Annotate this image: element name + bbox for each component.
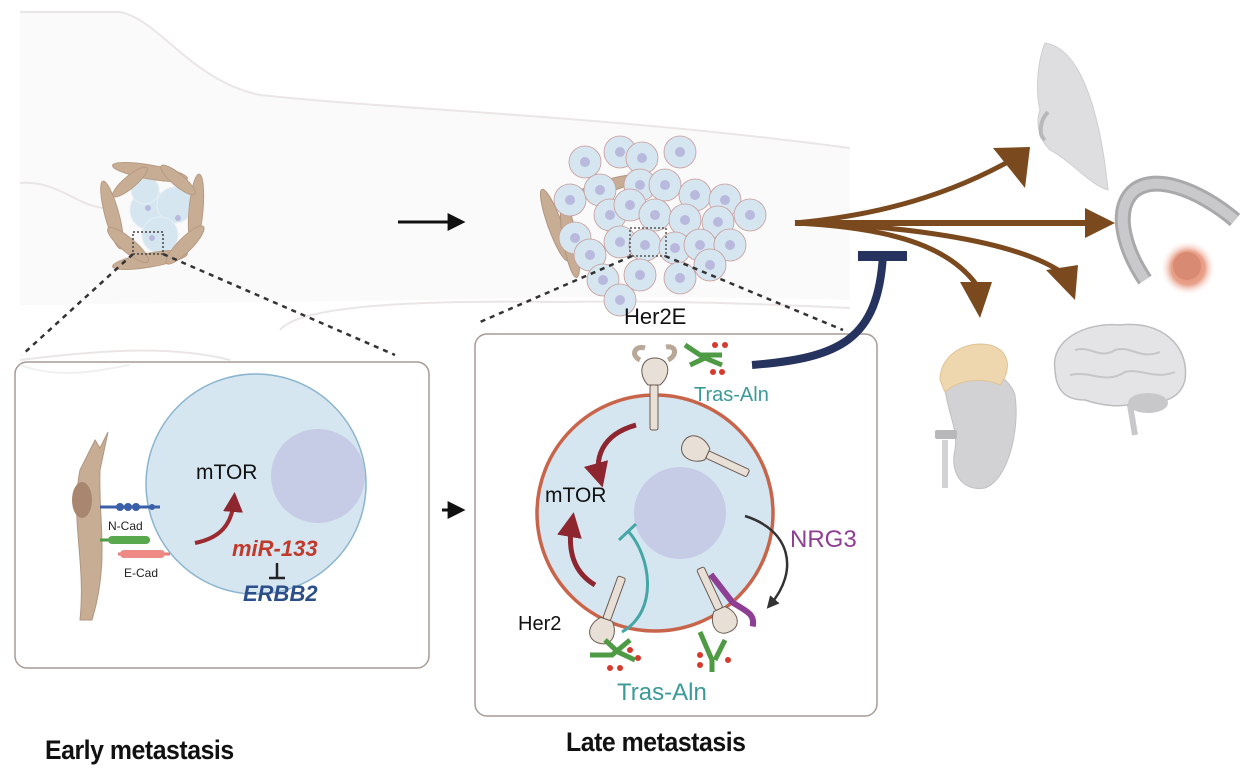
early-tumor-cluster xyxy=(100,161,205,271)
arrowhead-kidney xyxy=(960,282,992,318)
tumor-cell-nucleus xyxy=(595,185,605,195)
arrowhead-lung xyxy=(993,147,1030,188)
metastasis-arrowheads xyxy=(960,147,1115,318)
tumor-cell-nucleus xyxy=(670,243,680,253)
tumor-cell-nucleus xyxy=(695,240,705,250)
tumor-cell-nucleus xyxy=(680,215,690,225)
tumor-cell-nucleus xyxy=(605,210,615,220)
mtor-activation-arrow-bottom xyxy=(557,512,597,588)
tumor-cell-nucleus xyxy=(660,180,670,190)
inhibition-symbol-early xyxy=(269,563,285,580)
tumor-cell-nucleus xyxy=(725,240,735,250)
tumor-cell-nucleus xyxy=(675,147,685,157)
brain-icon xyxy=(1053,323,1187,436)
nrg3-label: NRG3 xyxy=(790,526,857,553)
mirna-label: miR-133 xyxy=(232,536,318,561)
tumor-cell-nucleus xyxy=(713,217,723,227)
her2-receptor-right xyxy=(681,435,750,477)
n-cadherin-junction xyxy=(100,503,160,511)
tumor-cell-nucleus xyxy=(570,233,580,243)
tumor-cell-nucleus xyxy=(675,273,685,283)
caption-early-metastasis: Early metastasis xyxy=(45,735,234,765)
kidney-adrenal-icon xyxy=(935,343,1017,489)
her2-label: Her2 xyxy=(518,613,561,635)
tumor-cell-nucleus xyxy=(690,190,700,200)
bone-icon xyxy=(1114,175,1241,296)
metastasis-arrows xyxy=(794,155,1100,292)
tumor-cell-nucleus xyxy=(635,270,645,280)
mtor-label-early: mTOR xyxy=(196,461,257,484)
zoom-box-late xyxy=(629,227,667,257)
tumor-cell-nucleus xyxy=(615,237,625,247)
nrg3-secretion-arrow xyxy=(744,514,789,609)
tumor-cell-nucleus xyxy=(598,275,608,285)
tumor-cell-nucleus xyxy=(585,250,595,260)
metastasis-inhibition-bar xyxy=(751,251,907,369)
lung-icon xyxy=(1037,42,1109,191)
her2e-label: Her2E xyxy=(624,304,686,329)
mtor-activation-arrow-early xyxy=(194,492,244,545)
cell-nucleus xyxy=(271,429,365,523)
her2-receptor-bottom-right xyxy=(696,566,757,634)
tumor-cell-nucleus xyxy=(565,195,575,205)
late-panel: Tras-Aln mTOR Her2 Tras-Aln NRG3 xyxy=(474,333,878,717)
tumor-cell-nucleus xyxy=(635,180,645,190)
fibroblast-cell xyxy=(76,431,109,621)
tras-aln-antibody-bottom-right xyxy=(697,631,731,672)
fibroblast-ring xyxy=(100,161,205,271)
erbb2-label: ERBB2 xyxy=(243,581,318,606)
tras-aln-label-bottom: Tras-Aln xyxy=(617,679,707,706)
her2-receptor-top xyxy=(632,344,677,431)
mtor-label-late: mTOR xyxy=(545,484,606,507)
cell-nucleus-late xyxy=(634,467,726,559)
tumor-cell-nucleus xyxy=(625,200,635,210)
tras-aln-label-top: Tras-Aln xyxy=(694,384,769,406)
her2-receptor-bottom-left xyxy=(589,575,626,645)
tumor-cell-nucleus xyxy=(640,240,650,250)
tras-aln-inhibition-arrow xyxy=(617,522,649,634)
tumor-cell-nucleus xyxy=(650,210,660,220)
zoom-lines xyxy=(21,252,844,357)
arrowhead-bone xyxy=(1085,208,1115,238)
tumor-cell-nucleus xyxy=(580,157,590,167)
tumor-cell-nucleus xyxy=(637,153,647,163)
n-cad-label: N-Cad xyxy=(108,519,143,533)
tumor-cell-nucleus xyxy=(745,210,755,220)
early-panel: N-Cad E-Cad mTOR miR-133 ERBB2 xyxy=(14,361,430,669)
tras-aln-antibody-top xyxy=(683,342,728,375)
tras-aln-antibody-bottom-left xyxy=(590,638,641,671)
caption-late-metastasis: Late metastasis xyxy=(566,727,746,757)
tumor-cell-nucleus xyxy=(705,260,715,270)
e-cad-label: E-Cad xyxy=(124,566,158,580)
green-adhesion-molecule xyxy=(100,536,150,544)
late-tumor-cluster xyxy=(539,135,767,317)
tumor-cell-nucleus xyxy=(720,195,730,205)
tumor-cell-nucleus xyxy=(615,295,625,305)
e-cadherin-junction xyxy=(118,550,170,558)
fibroblast-nucleus xyxy=(72,482,92,518)
tumor-cell-nucleus xyxy=(615,147,625,157)
cancer-cell xyxy=(145,373,367,595)
mtor-activation-arrow-top xyxy=(583,422,637,488)
arrowhead-brain xyxy=(1046,265,1078,300)
zoom-box-early xyxy=(132,231,164,255)
